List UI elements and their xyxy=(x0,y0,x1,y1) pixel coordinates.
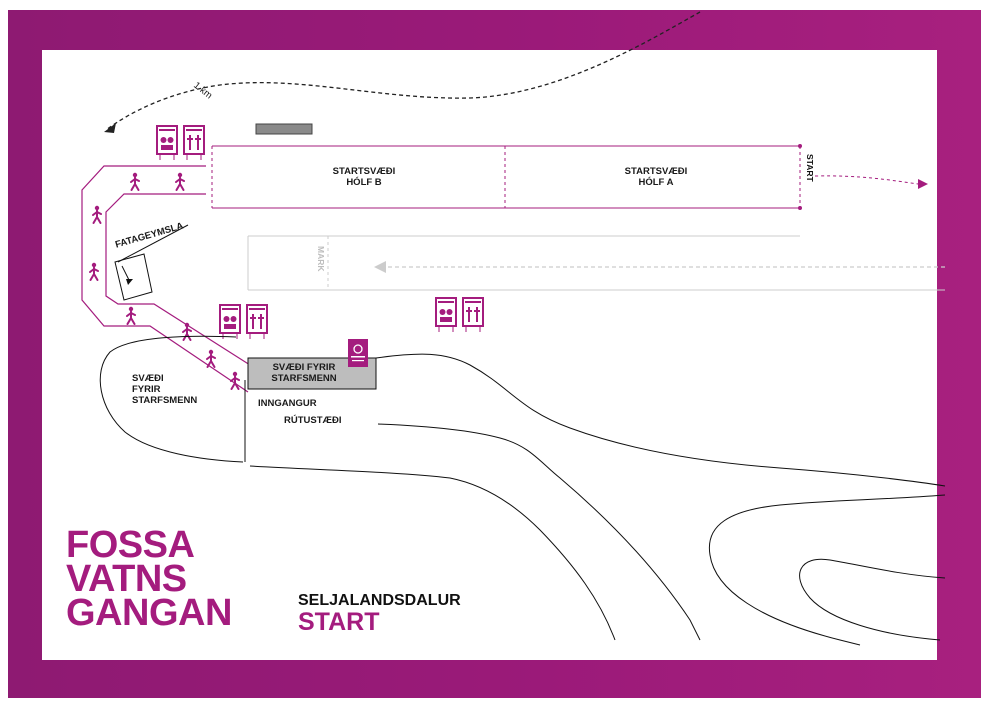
staff-box-line2: STARFSMENN xyxy=(271,373,337,384)
zone-b-label: STARTSVÆÐI HÓLF B xyxy=(304,166,424,188)
brand-line1: FOSSA xyxy=(66,524,195,566)
staff-area-left-2: FYRIR xyxy=(132,384,161,395)
bus-area-label: RÚTUSTÆÐI xyxy=(284,415,342,426)
staff-area-left-1: SVÆÐI xyxy=(132,373,164,384)
zone-b-line1: STARTSVÆÐI xyxy=(332,166,396,177)
zone-a-line1: STARTSVÆÐI xyxy=(624,166,688,177)
brand-line3: GANGAN xyxy=(66,592,232,634)
zone-a-line2: HÓLF A xyxy=(638,177,674,188)
brand-line2: VATNS xyxy=(66,558,187,600)
zone-b-line2: HÓLF B xyxy=(346,177,382,188)
entrance-label: INNGANGUR xyxy=(258,398,317,409)
location-subtitle: START xyxy=(298,608,380,636)
finish-vertical-label: MARK xyxy=(316,246,326,272)
start-vertical-label: START xyxy=(805,154,815,182)
location-place: SELJALANDSDALUR xyxy=(298,592,461,609)
zone-a-label: STARTSVÆÐI HÓLF A xyxy=(596,166,716,188)
brand-logo: FOSSA VATNS GANGAN xyxy=(66,524,232,634)
staff-box-line1: SVÆÐI FYRIR xyxy=(272,362,336,373)
staff-area-left-3: STARFSMENN xyxy=(132,395,198,406)
staff-box-label: SVÆÐI FYRIR STARFSMENN xyxy=(254,362,354,384)
location-title: SELJALANDSDALUR START xyxy=(298,592,461,636)
staff-area-left-label: SVÆÐI FYRIR STARFSMENN xyxy=(132,373,197,406)
